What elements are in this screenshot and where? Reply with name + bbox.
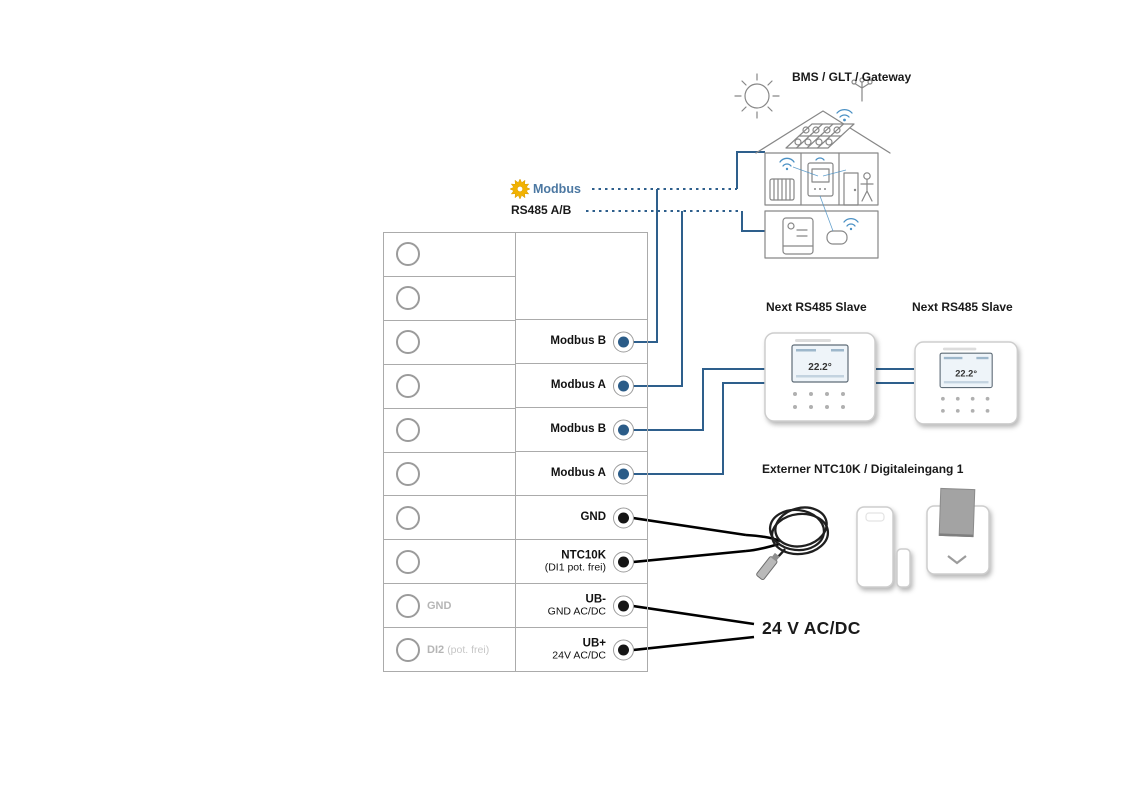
terminal-row bbox=[384, 233, 515, 277]
terminal-row bbox=[384, 365, 515, 409]
terminal-row-modbus-b1: Modbus B bbox=[516, 320, 647, 364]
bms-house-illustration bbox=[734, 73, 891, 259]
card-switch-chevron bbox=[947, 555, 967, 565]
screw-terminal-icon bbox=[396, 461, 420, 486]
terminal-label: NTC10K bbox=[561, 548, 606, 561]
modbus-bus-dotted-lines bbox=[586, 188, 742, 212]
house-roof bbox=[755, 110, 891, 154]
terminal-row bbox=[384, 321, 515, 365]
terminal-label: DI2 (pot. frei) bbox=[427, 643, 490, 656]
screw-terminal-icon bbox=[396, 593, 420, 618]
terminal-row bbox=[384, 453, 515, 497]
ntc-probe-tip bbox=[756, 552, 780, 581]
terminal-label: UB+ bbox=[582, 636, 606, 649]
terminal-label: Modbus A bbox=[550, 378, 606, 391]
screw-terminal-icon bbox=[396, 242, 420, 267]
terminal-dot-ub-plus bbox=[613, 639, 634, 660]
screw-terminal-icon bbox=[396, 418, 420, 443]
terminal-dot-ub-minus bbox=[613, 595, 634, 616]
terminal-label: UB- bbox=[585, 592, 606, 605]
terminal-row-ub-minus: UB-GND AC/DC bbox=[516, 584, 647, 628]
terminal-left-column: GND DI2 (pot. frei) bbox=[384, 233, 516, 671]
radiator-icon bbox=[769, 157, 795, 201]
terminal-row bbox=[384, 277, 515, 321]
sensor-power-wires bbox=[632, 516, 755, 652]
terminal-right-column: Modbus B Modbus A Modbus B Modbus A GND … bbox=[516, 233, 647, 671]
supply-voltage-label: 24 V AC/DC bbox=[762, 618, 861, 638]
next-rs485-slave-label-2: Next RS485 Slave bbox=[912, 300, 1013, 314]
gateway-thermostat-icon bbox=[807, 157, 834, 197]
modbus-gear-icon bbox=[509, 178, 531, 200]
door-person-icon bbox=[843, 172, 874, 206]
terminal-label: GND bbox=[427, 599, 452, 612]
rs485-slave-device-1 bbox=[765, 333, 875, 421]
screw-terminal-icon bbox=[396, 286, 420, 311]
terminal-row-ntc10k: NTC10K(DI1 pot. frei) bbox=[516, 540, 647, 584]
terminal-label: GND bbox=[580, 510, 606, 523]
terminal-label: Modbus B bbox=[550, 422, 606, 435]
empty-cell bbox=[516, 233, 647, 320]
terminal-label: Modbus A bbox=[550, 466, 606, 479]
terminal-dot-modbus-b1 bbox=[613, 331, 634, 352]
terminal-dot-modbus-a1 bbox=[613, 375, 634, 396]
screw-terminal-icon bbox=[396, 505, 420, 530]
terminal-row-modbus-a2: Modbus A bbox=[516, 452, 647, 496]
wifi-icon bbox=[836, 109, 853, 122]
anemometer-icon bbox=[851, 77, 873, 102]
terminal-row-di2: DI2 (pot. frei) bbox=[384, 628, 515, 671]
terminal-label: Modbus B bbox=[550, 334, 606, 347]
sun-icon bbox=[734, 73, 780, 119]
modbus-logo-text: Modbus bbox=[533, 182, 581, 196]
ntc10k-sensor-cable bbox=[745, 506, 830, 581]
boiler-icon bbox=[782, 217, 814, 255]
terminal-row-gnd: GND bbox=[516, 496, 647, 540]
key-card-switch bbox=[926, 487, 990, 575]
terminal-dot-ntc10k bbox=[613, 551, 634, 572]
terminal-row bbox=[384, 540, 515, 585]
terminal-row-ub-plus: UB+24V AC/DC bbox=[516, 628, 647, 671]
external-ntc-section-label: Externer NTC10K / Digitaleingang 1 bbox=[762, 462, 964, 476]
terminal-row-modbus-a1: Modbus A bbox=[516, 364, 647, 408]
terminal-dot-modbus-a2 bbox=[613, 463, 634, 484]
rs485-bus-label: RS485 A/B bbox=[511, 203, 572, 217]
solar-panel bbox=[785, 123, 855, 149]
next-rs485-slave-label-1: Next RS485 Slave bbox=[766, 300, 867, 314]
wireless-network-links bbox=[792, 166, 847, 232]
screw-terminal-icon bbox=[396, 549, 420, 574]
door-contact-sensor bbox=[856, 506, 911, 588]
terminal-dot-gnd bbox=[613, 507, 634, 528]
terminal-row-gnd: GND bbox=[384, 584, 515, 629]
terminal-block-table: GND DI2 (pot. frei) Modbus B Modbus A Mo… bbox=[383, 232, 648, 672]
rs485-slave-device-2 bbox=[915, 342, 1017, 424]
screw-terminal-icon bbox=[396, 330, 420, 355]
key-card bbox=[938, 487, 976, 538]
bms-gateway-label: BMS / GLT / Gateway bbox=[792, 70, 912, 84]
terminal-dot-modbus-b2 bbox=[613, 419, 634, 440]
screw-terminal-icon bbox=[396, 637, 420, 662]
basement-wifi-device-icon bbox=[826, 218, 859, 245]
terminal-row-modbus-b2: Modbus B bbox=[516, 408, 647, 452]
basement bbox=[764, 210, 879, 259]
screw-terminal-icon bbox=[396, 374, 420, 399]
terminal-row bbox=[384, 409, 515, 453]
rs485-wires bbox=[632, 151, 914, 475]
terminal-row bbox=[384, 496, 515, 541]
